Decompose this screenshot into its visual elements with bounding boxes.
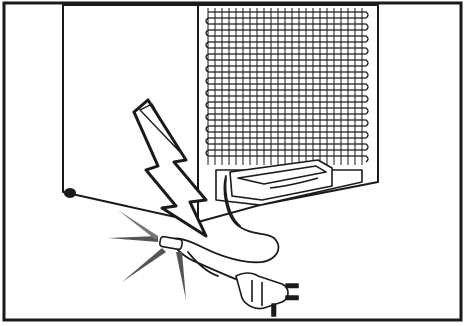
cabinet-foot (65, 189, 75, 197)
